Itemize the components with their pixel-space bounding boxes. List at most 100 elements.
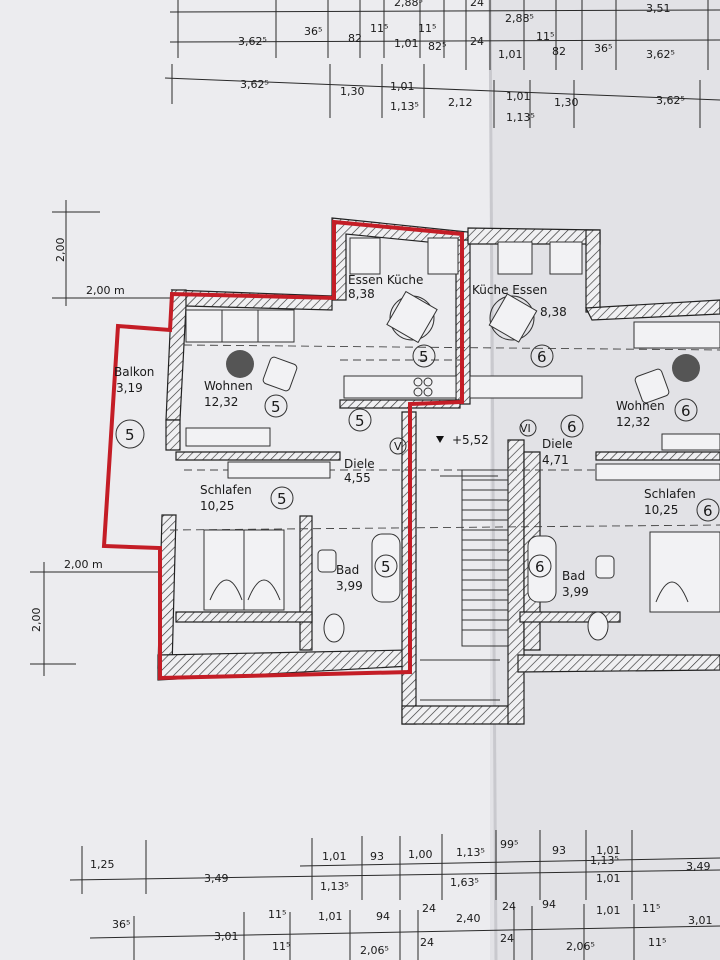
dim-bot-r1-4: 1,00 — [408, 848, 433, 861]
dim-top-r3-1: 1,30 — [340, 85, 365, 98]
bottom-dimension-chains: 1,25 3,49 1,01 93 1,00 1,13⁵ 99⁵ 93 1,01… — [69, 830, 720, 960]
svg-text:5: 5 — [381, 558, 391, 576]
unit-6-marker-wohnen: 6 — [674, 398, 698, 422]
dim-bot-r4-3: 24 — [500, 932, 514, 945]
dim-top-r2-1: 36⁵ — [304, 25, 322, 38]
dim-bot-r2-0: 1,13⁵ — [320, 880, 349, 893]
dim-bot-r3-10: 11⁵ — [642, 902, 660, 915]
dim-bot-r3-1: 3,01 — [214, 930, 239, 943]
label-schlafen-right: Schlafen — [644, 487, 696, 501]
svg-text:6: 6 — [535, 558, 545, 576]
dim-top-r3-4: 2,12 — [448, 96, 473, 109]
dim-top-r3-3: 1,13⁵ — [390, 100, 419, 113]
unit-5-marker-kitchen: 5 — [412, 344, 436, 368]
area-diele-right: 4,71 — [542, 453, 569, 467]
dim-top-r3-5: 1,01 — [506, 90, 531, 103]
label-bad: Bad — [336, 563, 359, 577]
dim-top-r2-2: 82 — [348, 32, 362, 45]
dim-bot-r1-9: 3,49 — [686, 860, 711, 873]
label-wohnen-right: Wohnen — [616, 399, 665, 413]
area-schlafen: 10,25 — [200, 499, 234, 513]
dim-bot-r2-3: 1,13⁵ — [590, 854, 619, 867]
ext-dim-top-side: 2,00 — [54, 238, 67, 263]
area-schlafen-right: 10,25 — [644, 503, 678, 517]
dim-top-r1-d: 3,51 — [646, 2, 671, 15]
svg-text:6: 6 — [537, 348, 547, 366]
dim-bot-r3-8: 94 — [542, 898, 556, 911]
dim-top-r2-7: 24 — [470, 35, 484, 48]
label-essen-kueche: Essen Küche — [348, 273, 423, 287]
dim-bot-r3-5: 24 — [422, 902, 436, 915]
dim-bot-r3-7: 24 — [502, 900, 516, 913]
dim-top-r1-a: 2,88⁵ — [394, 0, 423, 9]
dim-bot-r1-7: 93 — [552, 844, 566, 857]
dim-bot-r4-2: 24 — [420, 936, 434, 949]
dim-top-r2-8: 1,01 — [498, 48, 523, 61]
plant-icon — [226, 350, 254, 378]
unit-6-marker-kitchen: 6 — [530, 344, 554, 368]
label-balkon: Balkon — [114, 365, 154, 379]
unit-5-outline — [101, 219, 464, 681]
dim-bot-r4-1: 2,06⁵ — [360, 944, 389, 957]
level-mark-v: V — [394, 440, 402, 453]
dim-bot-r2-2: 1,01 — [596, 872, 621, 885]
area-kueche-essen: 8,38 — [540, 305, 567, 319]
dim-bot-r1-3: 93 — [370, 850, 384, 863]
area-wohnen: 12,32 — [204, 395, 238, 409]
dim-top-r1-c: 2,88⁵ — [505, 12, 534, 25]
unit-5-marker-bad: 5 — [374, 554, 398, 578]
label-kueche-essen: Küche Essen — [472, 283, 547, 297]
svg-text:5: 5 — [271, 398, 281, 416]
area-wohnen-right: 12,32 — [616, 415, 650, 429]
dim-top-r3-2: 1,01 — [390, 80, 415, 93]
ext-dim-top: 2,00 m — [86, 284, 125, 297]
label-diele: Diele — [344, 457, 375, 471]
unit-5-marker-schlafen: 5 — [270, 486, 294, 510]
unit-5-marker-balkon: 5 — [115, 419, 145, 449]
dim-top-r2-6: 82⁵ — [428, 40, 446, 53]
dim-top-r2-3: 11⁵ — [370, 22, 388, 35]
svg-text:5: 5 — [419, 348, 429, 366]
external-dimensions: 2,00 2,00 m 2,00 2,00 m — [30, 200, 170, 676]
dim-bot-r3-0: 36⁵ — [112, 918, 130, 931]
unit-6-marker-diele: 6 — [560, 414, 584, 438]
svg-text:6: 6 — [681, 402, 691, 420]
dim-bot-r1-2: 1,01 — [322, 850, 347, 863]
dim-bot-r1-5: 1,13⁵ — [456, 846, 485, 859]
unit-6-marker-bad: 6 — [528, 554, 552, 578]
dim-bot-r3-6: 2,40 — [456, 912, 481, 925]
svg-text:5: 5 — [125, 426, 135, 444]
area-diele: 4,55 — [344, 471, 371, 485]
dim-bot-r1-0: 1,25 — [90, 858, 115, 871]
level-triangle-icon — [436, 436, 444, 443]
dim-bot-r1-1: 3,49 — [204, 872, 229, 885]
dim-bot-r2-1: 1,63⁵ — [450, 876, 479, 889]
area-balkon: 3,19 — [116, 381, 143, 395]
dim-bot-r4-0: 11⁵ — [272, 940, 290, 953]
dim-top-r3-7: 1,30 — [554, 96, 579, 109]
room-labels-left: Essen Küche 8,38 Wohnen 12,32 Balkon 3,1… — [114, 273, 423, 593]
dim-bot-r3-4: 94 — [376, 910, 390, 923]
dim-top-r2-11: 36⁵ — [594, 42, 612, 55]
level-markers: +5,52 V VI — [389, 419, 537, 455]
label-schlafen: Schlafen — [200, 483, 252, 497]
svg-text:6: 6 — [703, 502, 713, 520]
dim-top-r3-6: 1,13⁵ — [506, 111, 535, 124]
svg-text:5: 5 — [277, 490, 287, 508]
top-dimension-chains: 2,88⁵ 24 2,88⁵ 3,51 3,62⁵ 36⁵ 82 11⁵ 1,0… — [164, 0, 720, 128]
svg-text:5: 5 — [355, 412, 365, 430]
floor-level: +5,52 — [452, 433, 489, 447]
dim-top-r2-10: 82 — [552, 45, 566, 58]
dim-top-r2-9: 11⁵ — [536, 30, 554, 43]
unit-5-marker-diele: 5 — [348, 408, 372, 432]
label-diele-right: Diele — [542, 437, 573, 451]
dim-top-r3-8: 3,62⁵ — [656, 94, 685, 107]
unit-markers: 5 5 5 5 5 5 6 6 6 6 6 — [115, 344, 720, 578]
dim-bot-r3-11: 3,01 — [688, 914, 713, 927]
area-essen-kueche: 8,38 — [348, 287, 375, 301]
label-wohnen: Wohnen — [204, 379, 253, 393]
dim-top-r2-4: 1,01 — [394, 37, 419, 50]
dim-top-r2-12: 3,62⁵ — [646, 48, 675, 61]
dim-bot-r3-3: 1,01 — [318, 910, 343, 923]
